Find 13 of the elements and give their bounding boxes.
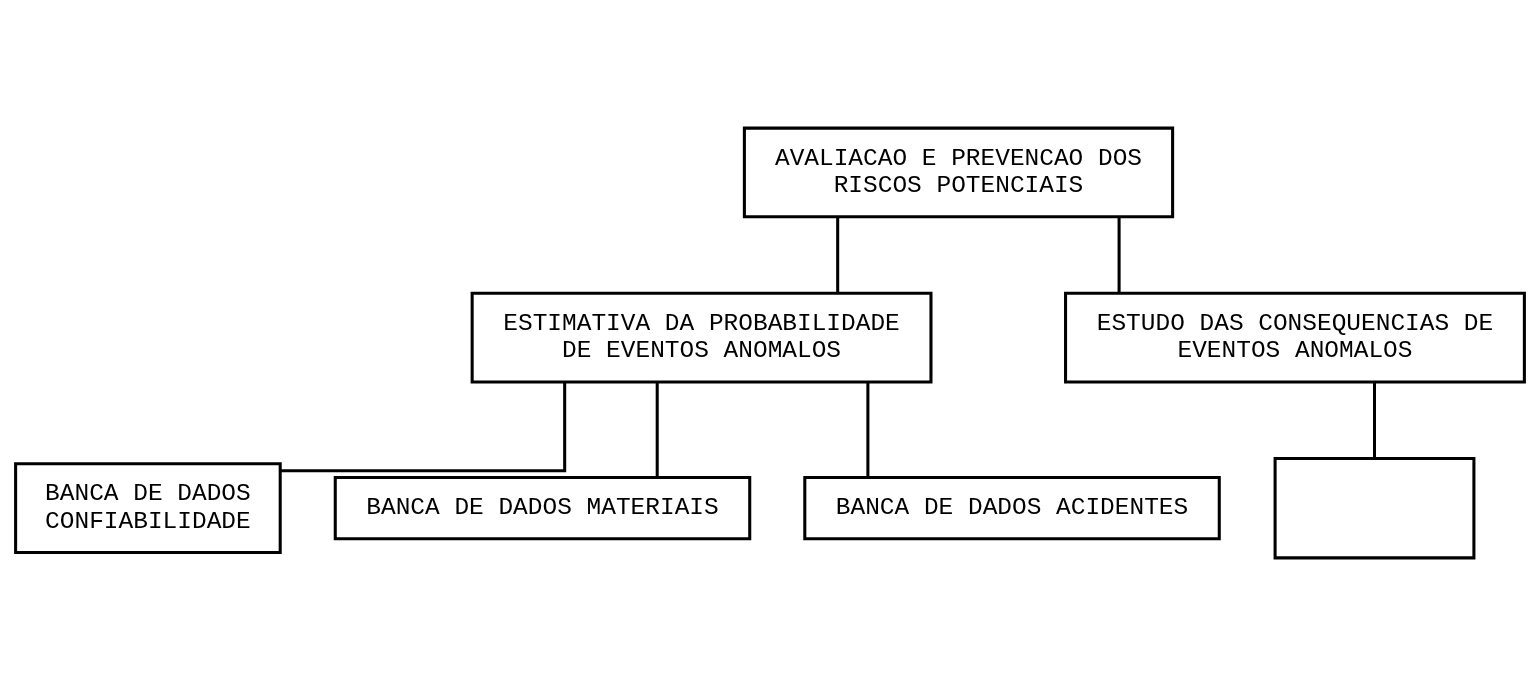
connector [1117, 216, 1121, 293]
node-box: ESTIMATIVA DA PROBABILIDADE DE EVENTOS ANOMALOS [470, 291, 933, 384]
connector [655, 381, 659, 477]
node-box: BANCA DE DADOS ACIDENTES [803, 475, 1221, 540]
connector [836, 216, 840, 293]
node-box: AVALIACAO E PREVENCAO DOS RISCOS POTENCIAIS [742, 126, 1175, 218]
node-box: BANCA DE DADOS MATERIAIS [333, 475, 752, 540]
node-box: ESTUDO DAS CONSEQUENCIAS DE EVENTOS ANOMALOS [1064, 291, 1526, 384]
connector [866, 381, 870, 477]
connector [280, 382, 567, 472]
connector [1372, 381, 1377, 458]
node-box: BANCA DE DADOS CONFIABILIDADE [14, 461, 282, 554]
node-box [1273, 456, 1476, 559]
